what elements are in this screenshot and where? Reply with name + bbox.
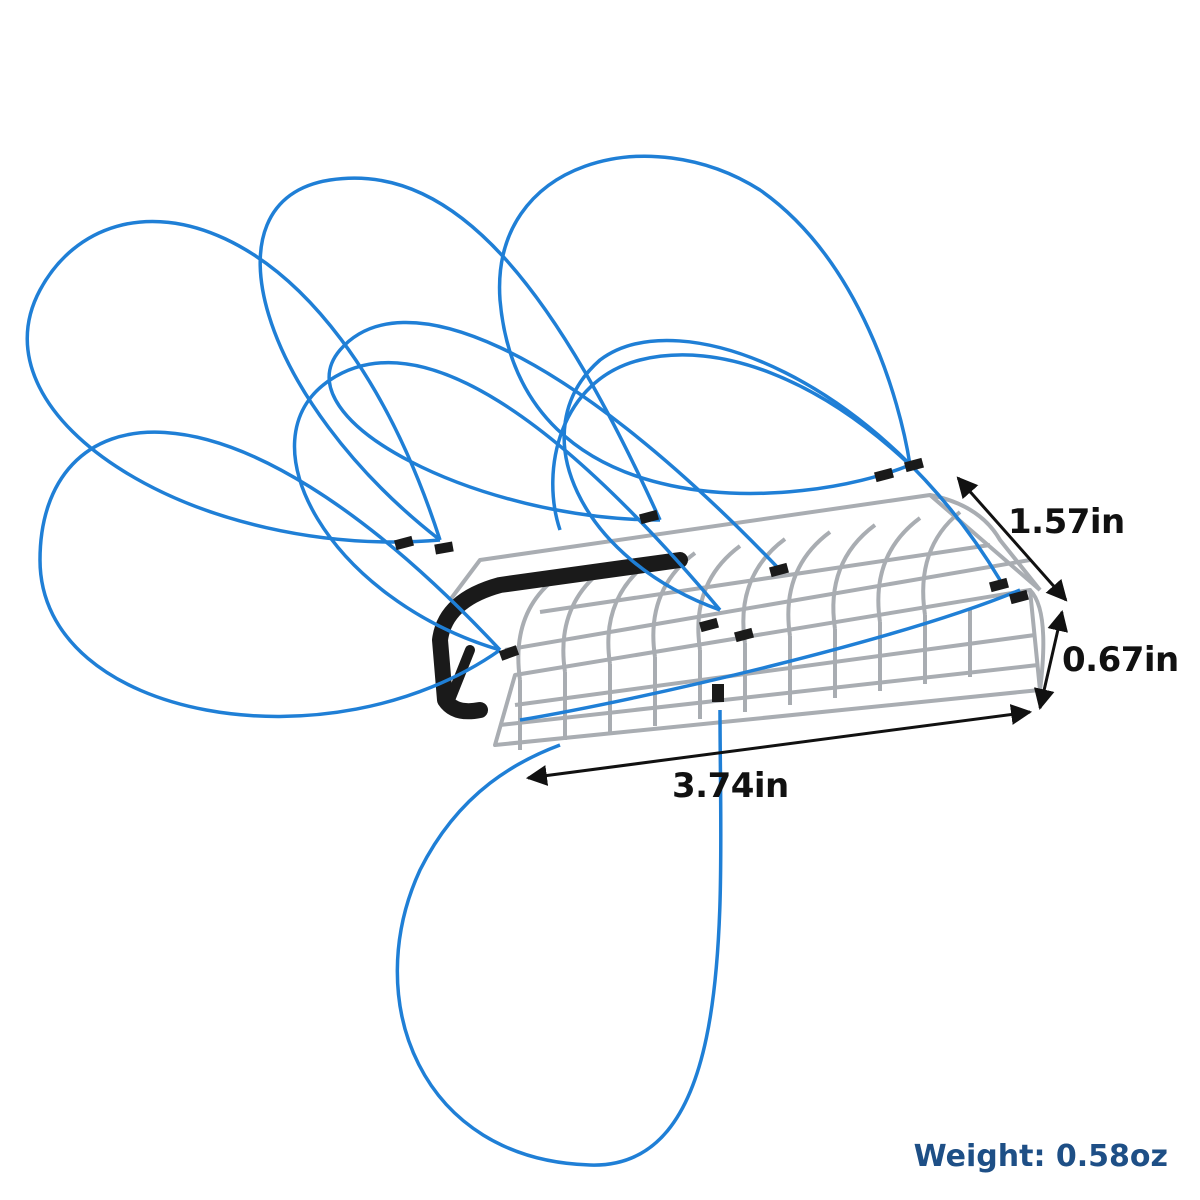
width-dimension-line [956,476,1068,602]
weight-label: Weight: 0.58oz [913,1139,1168,1174]
width-dimension-label: 1.57in [1008,502,1125,542]
snare-loop [258,176,662,542]
snare-loop [25,219,442,544]
length-dimension-label: 3.74in [672,766,789,806]
snare-loop [395,709,723,1167]
height-dimension-line [1033,609,1069,711]
snare-loop [38,430,502,719]
dimension-lines [525,476,1069,786]
snare-loop [327,320,782,572]
snare-loop [551,353,912,531]
height-dimension-label: 0.67in [1062,640,1179,680]
length-dimension-line [525,704,1033,786]
wire-cage [448,493,1046,750]
snare-loops [25,154,1021,1167]
snare-loop [497,154,912,496]
